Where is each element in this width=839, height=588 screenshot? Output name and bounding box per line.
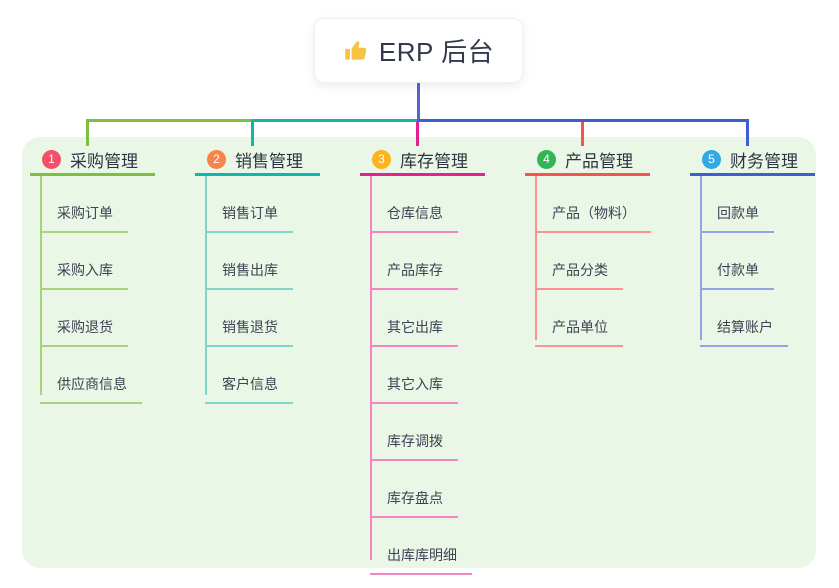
thumbs-up-icon xyxy=(343,38,369,64)
branch-drop-line xyxy=(86,119,89,146)
root-connector-line xyxy=(417,83,420,122)
branch-child-connector xyxy=(370,176,372,560)
branch-column: 1 采购管理采购订单采购入库采购退货供应商信息 xyxy=(30,146,155,404)
branch-column: 4 产品管理产品（物料） 产品分类产品单位 xyxy=(525,146,651,347)
root-node[interactable]: ERP 后台 xyxy=(314,18,523,83)
branch-drop-line xyxy=(416,119,419,146)
connector-bar-mid xyxy=(251,119,420,122)
child-node-label: 产品（物料） xyxy=(552,205,636,221)
child-node[interactable]: 其它出库 xyxy=(370,290,458,347)
child-node-label: 其它出库 xyxy=(387,319,443,335)
branch-child-connector xyxy=(700,176,702,340)
branch-children: 采购订单采购入库采购退货供应商信息 xyxy=(30,176,155,404)
branch-children: 产品（物料） 产品分类产品单位 xyxy=(525,176,651,347)
child-node-label: 库存盘点 xyxy=(387,490,443,506)
child-node[interactable]: 库存调拨 xyxy=(370,404,458,461)
branch-number-badge: 3 xyxy=(372,150,391,169)
child-node[interactable]: 销售出库 xyxy=(205,233,293,290)
branch-node[interactable]: 4 产品管理 xyxy=(525,146,650,176)
child-node[interactable]: 库存盘点 xyxy=(370,461,458,518)
branch-node[interactable]: 3 库存管理 xyxy=(360,146,485,176)
branch-node[interactable]: 5 财务管理 xyxy=(690,146,815,176)
child-node[interactable]: 产品分类 xyxy=(535,233,623,290)
branch-number-badge: 1 xyxy=(42,150,61,169)
branch-column: 2 销售管理销售订单销售出库销售退货客户信息 xyxy=(195,146,320,404)
child-node-label: 回款单 xyxy=(717,205,759,221)
child-node[interactable]: 销售订单 xyxy=(205,176,293,233)
child-node-label: 销售退货 xyxy=(222,319,278,335)
branch-column: 5 财务管理回款单付款单结算账户 xyxy=(690,146,815,347)
branch-label: 产品管理 xyxy=(565,152,633,171)
child-node[interactable]: 采购入库 xyxy=(40,233,128,290)
child-node[interactable]: 仓库信息 xyxy=(370,176,458,233)
connector-bar-left xyxy=(86,119,254,122)
branch-label: 库存管理 xyxy=(400,152,468,171)
child-node[interactable]: 产品库存 xyxy=(370,233,458,290)
branch-drop-line xyxy=(581,119,584,146)
branch-label: 财务管理 xyxy=(730,152,798,171)
branch-number-badge: 5 xyxy=(702,150,721,169)
child-node[interactable]: 销售退货 xyxy=(205,290,293,347)
child-node-label: 销售订单 xyxy=(222,205,278,221)
child-node-label: 结算账户 xyxy=(717,319,773,335)
child-node-label: 付款单 xyxy=(717,262,759,278)
branch-number-badge: 2 xyxy=(207,150,226,169)
branch-column: 3 库存管理仓库信息产品库存其它出库其它入库库存调拨库存盘点出库库明细 xyxy=(360,146,485,575)
child-node-label: 客户信息 xyxy=(222,376,278,392)
child-node-label: 产品分类 xyxy=(552,262,608,278)
child-node[interactable]: 其它入库 xyxy=(370,347,458,404)
child-node-label: 采购退货 xyxy=(57,319,113,335)
child-node-label: 库存调拨 xyxy=(387,433,443,449)
branch-child-connector xyxy=(40,176,42,395)
child-node-label: 采购入库 xyxy=(57,262,113,278)
branch-node[interactable]: 1 采购管理 xyxy=(30,146,155,176)
child-node[interactable]: 产品（物料） xyxy=(535,176,651,233)
branch-children: 销售订单销售出库销售退货客户信息 xyxy=(195,176,320,404)
child-node-label: 产品单位 xyxy=(552,319,608,335)
branch-drop-line xyxy=(746,119,749,146)
child-node-label: 其它入库 xyxy=(387,376,443,392)
child-node[interactable]: 供应商信息 xyxy=(40,347,142,404)
child-node[interactable]: 采购订单 xyxy=(40,176,128,233)
branch-label: 采购管理 xyxy=(70,152,138,171)
branch-number-badge: 4 xyxy=(537,150,556,169)
branch-child-connector xyxy=(205,176,207,395)
child-node-label: 出库库明细 xyxy=(387,547,457,563)
branch-child-connector xyxy=(535,176,537,340)
child-node-label: 销售出库 xyxy=(222,262,278,278)
branch-label: 销售管理 xyxy=(235,152,303,171)
branch-drop-line xyxy=(251,119,254,146)
child-node-label: 产品库存 xyxy=(387,262,443,278)
child-node[interactable]: 产品单位 xyxy=(535,290,623,347)
root-node-label: ERP 后台 xyxy=(378,37,495,67)
branch-children: 回款单付款单结算账户 xyxy=(690,176,815,347)
child-node-label: 采购订单 xyxy=(57,205,113,221)
branch-node[interactable]: 2 销售管理 xyxy=(195,146,320,176)
child-node[interactable]: 出库库明细 xyxy=(370,518,472,575)
child-node[interactable]: 结算账户 xyxy=(700,290,788,347)
child-node[interactable]: 回款单 xyxy=(700,176,774,233)
connector-bar-right xyxy=(417,119,749,122)
child-node[interactable]: 采购退货 xyxy=(40,290,128,347)
child-node-label: 仓库信息 xyxy=(387,205,443,221)
mindmap-background xyxy=(22,137,816,568)
child-node[interactable]: 付款单 xyxy=(700,233,774,290)
branch-children: 仓库信息产品库存其它出库其它入库库存调拨库存盘点出库库明细 xyxy=(360,176,485,575)
child-node-label: 供应商信息 xyxy=(57,376,127,392)
child-node[interactable]: 客户信息 xyxy=(205,347,293,404)
